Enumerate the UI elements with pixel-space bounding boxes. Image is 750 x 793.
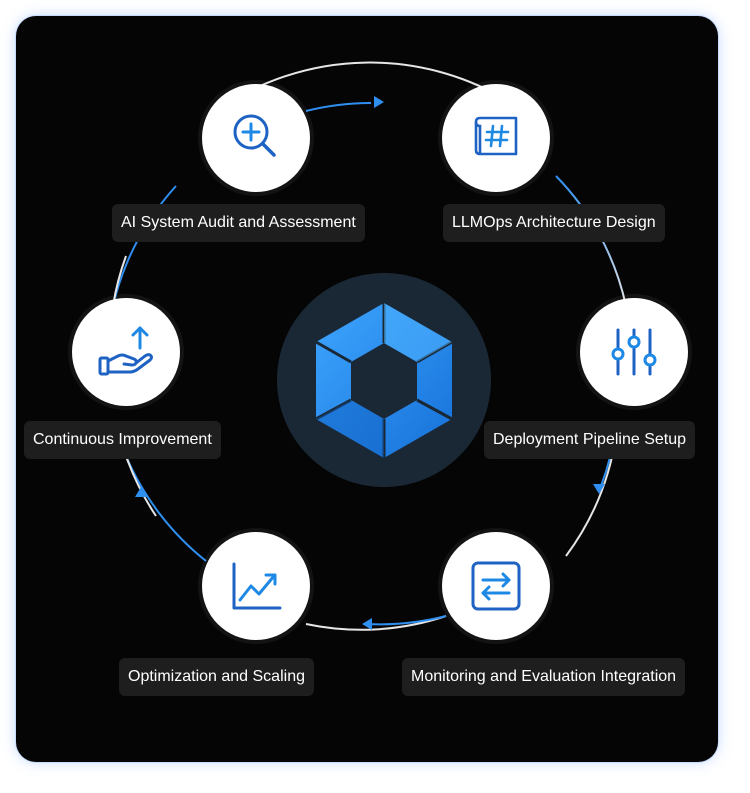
- step-label-deployment: Deployment Pipeline Setup: [484, 421, 696, 459]
- hand-upload-icon: [98, 326, 153, 376]
- arrow-head-left: [135, 487, 147, 497]
- step-node-audit: [202, 84, 310, 192]
- step-node-optimization: [202, 532, 310, 640]
- ring-arc-bottom: [305, 615, 447, 631]
- swap-arrows-icon: [471, 561, 521, 611]
- step-label-optimization: Optimization and Scaling: [119, 658, 314, 696]
- step-label-audit: AI System Audit and Assessment: [112, 204, 365, 242]
- process-cycle-panel: AI System Audit and Assessment LLMOps Ar…: [16, 16, 718, 762]
- step-label-architecture: LLMOps Architecture Design: [443, 204, 665, 242]
- hexagon-logo-icon: [315, 303, 453, 458]
- step-node-deployment: [580, 298, 688, 406]
- step-label-monitoring: Monitoring and Evaluation Integration: [402, 658, 686, 696]
- arrow-head-top: [374, 96, 384, 108]
- step-label-improvement: Continuous Improvement: [24, 421, 221, 459]
- trend-chart-icon: [232, 562, 282, 610]
- sliders-icon: [611, 328, 657, 376]
- arrow-head-bottom: [362, 618, 372, 630]
- ring-arc-left-lower: [125, 455, 207, 562]
- step-node-improvement: [72, 298, 180, 406]
- blueprint-icon: [474, 116, 518, 156]
- magnifier-plus-icon: [233, 114, 276, 157]
- step-node-monitoring: [442, 532, 550, 640]
- arrow-head-right: [593, 484, 605, 494]
- center-hub: [277, 273, 491, 487]
- step-node-architecture: [442, 84, 550, 192]
